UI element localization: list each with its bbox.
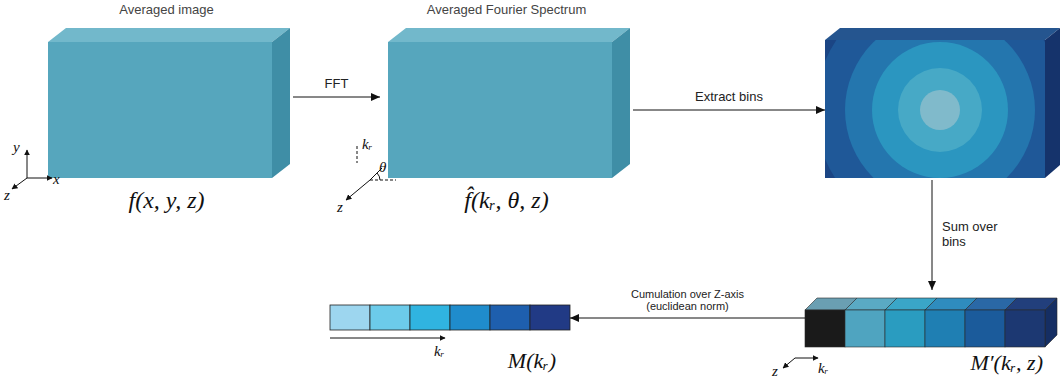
arrow-head: [371, 93, 380, 101]
z-kr-axes: [783, 358, 818, 368]
flow-arrow: [633, 106, 825, 114]
kr-axis-arrow: [330, 338, 445, 339]
flow-arrow: [928, 180, 936, 290]
axis-label: y: [13, 140, 20, 155]
binned-volume: [780, 0, 1060, 270]
xyz-axes: [12, 150, 52, 189]
diagram-node: M′(kᵣ, z): [805, 290, 1057, 378]
arrow-line: [570, 318, 805, 319]
flow-arrow: [293, 93, 380, 101]
flow-arrow: [570, 314, 805, 322]
diagram-node: M(kᵣ): [330, 300, 570, 378]
node-formula: f(x, y, z): [40, 187, 293, 214]
node-formula: M′(kᵣ, z): [970, 350, 1043, 376]
edge-label: Cumulation over Z-axis (euclidean norm): [616, 288, 760, 313]
axis-label: θ: [379, 160, 386, 175]
node-heading: Averaged image: [10, 2, 323, 17]
arrow-line: [932, 180, 933, 290]
axis-label: kᵣ: [434, 344, 444, 359]
node-heading: Averaged Fourier Spectrum: [350, 2, 663, 17]
arrow-line: [293, 97, 380, 98]
axis-label: z: [772, 364, 778, 379]
node-formula: M(kᵣ): [508, 348, 556, 374]
axis-label: z: [4, 188, 10, 203]
edge-label: Extract bins: [693, 90, 765, 105]
diagram-node: Averaged Fourier Spectrumf̂(kᵣ, θ, z): [380, 0, 633, 218]
edge-label: Sum over bins: [940, 220, 1016, 250]
arrow-head: [570, 314, 579, 322]
axis-label: kᵣ: [818, 361, 828, 376]
diagram-node: [825, 26, 1060, 180]
m-bar: [330, 305, 570, 330]
edge-label: FFT: [323, 77, 351, 92]
diagram-node: Averaged imagef(x, y, z): [40, 0, 293, 218]
polar-axes: [346, 146, 396, 200]
axis-label: z: [337, 200, 343, 215]
axis-label: kᵣ: [362, 137, 372, 152]
node-formula: f̂(kᵣ, θ, z): [380, 187, 633, 214]
arrow-head: [928, 281, 936, 290]
spectrum-volume: [388, 28, 630, 178]
arrow-head: [816, 106, 825, 114]
arrow-line: [633, 110, 825, 111]
axis-label: x: [53, 172, 60, 187]
m-prime-bar: [805, 298, 1057, 347]
image-volume: [48, 28, 290, 178]
